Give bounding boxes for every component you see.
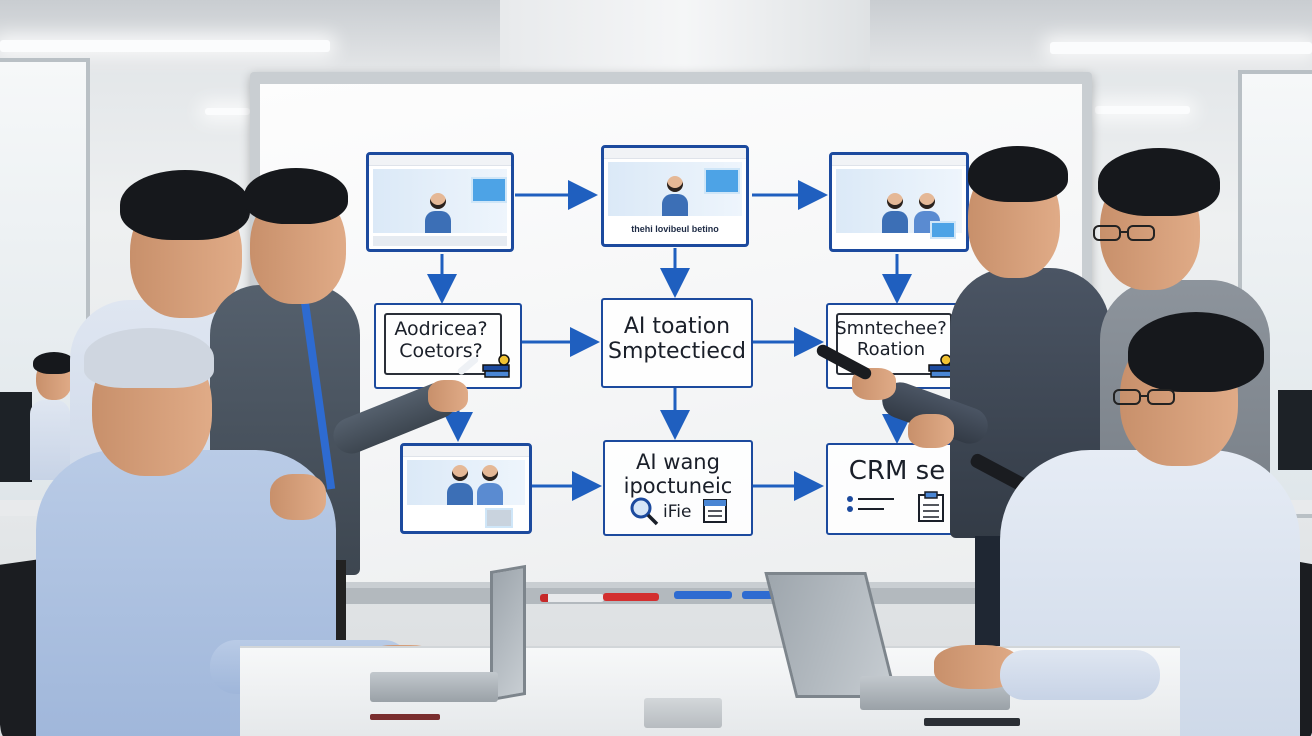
table-pen [370, 714, 440, 720]
flow-box-mid-right: Smntechee? Roation [826, 303, 968, 389]
screen-card-top-right [829, 152, 969, 252]
flow-box-label: Aodricea? Coetors? [394, 318, 488, 362]
card-widget [930, 221, 956, 239]
magnifier-icon [630, 497, 659, 526]
dash-marks [847, 496, 894, 512]
card-widget [471, 177, 507, 203]
laptop-left-keyboard[interactable] [370, 672, 498, 702]
flow-box-label: Smntechee? Roation [835, 318, 947, 360]
flow-box-label: AI wang ipoctuneic [623, 450, 733, 499]
card-person [425, 193, 451, 233]
ceiling-light-small [205, 108, 250, 115]
card-browser-bar [403, 446, 529, 457]
card-thumbnail [485, 508, 513, 528]
glasses-icon [1093, 225, 1155, 241]
bg-person-left-hair [33, 352, 75, 374]
person-front-right-hair [1128, 312, 1264, 392]
card-person-1 [447, 465, 473, 505]
flow-box-inner [384, 313, 502, 375]
flow-box-mid-center: AI toation Smptectiecd [601, 298, 753, 388]
card-avatar-strip [373, 236, 507, 246]
card-person [662, 176, 688, 216]
card-person-1 [882, 193, 908, 233]
flow-box-mid-left: Aodricea? Coetors? [374, 303, 522, 389]
clipboard-icon [703, 499, 727, 523]
card-browser-bar [832, 155, 966, 166]
flow-box-sublabel: iFie [663, 502, 692, 522]
card-caption: thehi lovibeul betino [631, 224, 719, 234]
flow-box-label: CRM se [848, 456, 946, 486]
marker-tray [340, 588, 980, 604]
bg-monitor-right [1278, 390, 1312, 470]
person-presenter-hand [428, 380, 468, 412]
screen-card-top-center: thehi lovibeul betino [601, 145, 749, 247]
table-device [644, 698, 722, 728]
person-far-right-hair [1098, 148, 1220, 216]
book-stack-icon [482, 354, 510, 378]
marker-red-2[interactable] [603, 593, 659, 601]
person-right-presenter-hair [968, 146, 1068, 202]
marker-blue-2[interactable] [742, 591, 792, 599]
ceiling-light-right [1050, 42, 1312, 54]
screen-card-top-left [366, 152, 514, 252]
card-browser-bar [604, 148, 746, 159]
person-left-back-hand [270, 474, 326, 520]
card-person-2 [477, 465, 503, 505]
glasses-icon [1113, 389, 1175, 405]
person-presenter-hair [244, 168, 348, 224]
table-phone [924, 718, 1020, 726]
screen-card-bottom-left [400, 443, 532, 534]
card-widget [704, 168, 740, 194]
marker-red-1[interactable] [540, 594, 604, 602]
person-right-presenter-hand-2 [908, 414, 954, 448]
flow-box-bottom-center: AI wang ipoctuneic iFie [603, 440, 753, 536]
ceiling-light-far [1095, 106, 1190, 114]
clipboard-icon [918, 491, 944, 522]
bg-monitor-left [0, 392, 32, 482]
person-left-back-hair [120, 170, 250, 240]
person-front-left-hair [84, 328, 214, 388]
flow-box-bottom-right: CRM se [826, 443, 968, 535]
ceiling-light-left [0, 40, 330, 52]
person-front-right-arm [1000, 650, 1160, 700]
center-column [500, 0, 870, 74]
card-browser-bar [369, 155, 511, 166]
flow-box-label: AI toation Smptectiecd [608, 314, 746, 365]
bg-person-left-body [30, 400, 70, 480]
book-stack-icon [928, 354, 956, 378]
marker-blue-1[interactable] [674, 591, 732, 599]
